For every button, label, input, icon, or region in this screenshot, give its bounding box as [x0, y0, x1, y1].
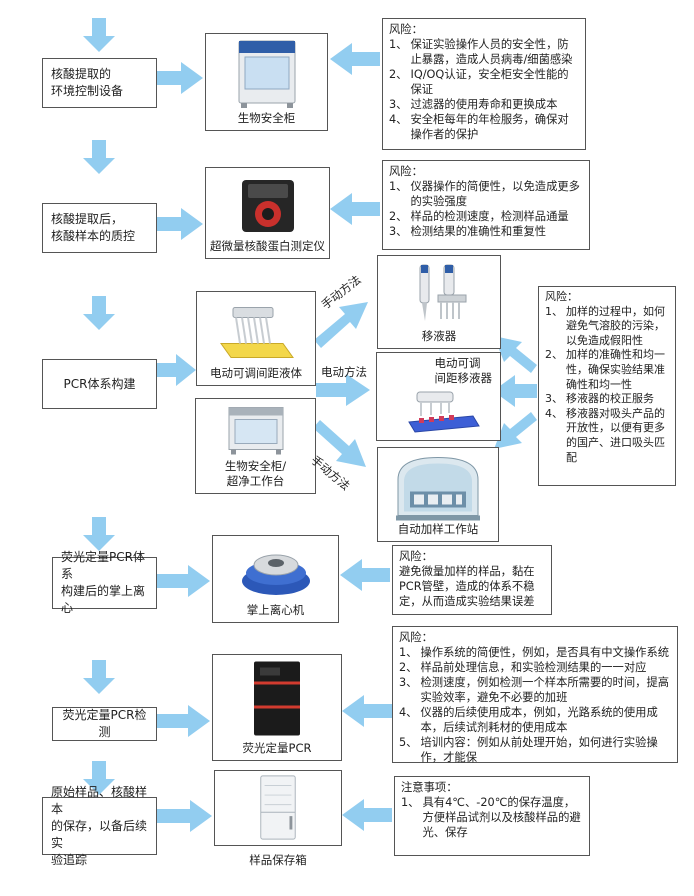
step-env-control-text: 核酸提取的 环境控制设备: [51, 67, 124, 98]
down-arrow: [83, 660, 115, 694]
right-arrow: [157, 800, 212, 832]
biosafety-cabinet-icon: [238, 40, 295, 108]
risk-item: 避免微量加样的样品，黏在PCR管壁，造成的体系不稳定，从而造成实验结果误差: [399, 565, 535, 608]
step-qpcr-detect-text: 荧光定量PCR检测: [62, 708, 147, 739]
risk-box-centrifuge: 风险： 避免微量加样的样品，黏在PCR管壁，造成的体系不稳定，从而造成实验结果误…: [392, 545, 552, 615]
device-electric-pipette-label: 电动可调间距液体: [210, 366, 302, 380]
down-arrow: [83, 517, 115, 551]
device-biosafety-cabinet: 生物安全柜: [205, 33, 328, 131]
device-liquid-handler-label: 自动加样工作站: [397, 522, 479, 536]
left-arrow: [493, 375, 537, 407]
left-arrow: [330, 193, 380, 225]
step-sample-qc-text: 核酸提取后， 核酸样本的质控: [51, 212, 136, 243]
risk-box-qpcr: 风险： 1、操作系统的简便性，例如，是否具有中文操作系统 2、样品前处理信息，和…: [392, 626, 678, 764]
device-pipette-label: 移液器: [421, 329, 457, 343]
device-qpcr-instrument-label: 荧光定量PCR: [242, 741, 312, 755]
risk-item: 4、移液器对吸头产品的开放性，以便有更多的国产、进口吸头匹配: [545, 406, 665, 464]
risk-item: 2、IQ/OQ认证，安全柜安全性能的保证: [389, 68, 569, 96]
risk-title: 风险：: [389, 23, 423, 36]
device-clean-bench: 生物安全柜/ 超净工作台: [195, 398, 316, 494]
clean-bench-icon: [228, 407, 283, 455]
device-spectrophotometer: 超微量核酸蛋白测定仪: [205, 167, 330, 259]
risk-box-pipetting: 风险： 1、加样的过程中，如何避免气溶胶的污染，以免造成假阳性 2、加样的准确性…: [538, 286, 676, 486]
risk-item: 3、过滤器的使用寿命和更换成本: [389, 98, 558, 111]
diag-arrow-upleft: [494, 336, 537, 373]
device-sample-fridge: [214, 770, 342, 846]
liquid-handler-icon: [396, 456, 480, 521]
risk-title: 风险：: [399, 550, 433, 563]
pipette-icon: [419, 264, 467, 321]
step-pcr-system-text: PCR体系构建: [63, 376, 136, 391]
risk-item: 5、培训内容：例如从前处理开始，如何进行实验操作，才能保: [399, 736, 658, 764]
risk-item: 1、仪器操作的简便性，以免造成更多的实验强度: [389, 180, 580, 208]
device-electric-pipette: 电动可调间距液体: [196, 291, 316, 386]
risk-item: 1、保证实验操作人员的安全性，防止暴露，造成人员病毒/细菌感染: [389, 38, 573, 66]
step-pcr-system: PCR体系构建: [42, 359, 157, 409]
right-arrow: [157, 354, 196, 386]
step-centrifuge: 荧光定量PCR体系 构建后的掌上离心: [52, 550, 157, 615]
risk-title: 风险：: [545, 290, 578, 303]
risk-item: 1、操作系统的简便性，例如，是否具有中文操作系统: [399, 646, 670, 659]
method-electric: 电动方法: [321, 365, 367, 379]
device-pipette: 移液器: [377, 255, 501, 349]
risk-item: 1、具有4℃、-20℃的保存温度，方便样品试剂以及核酸样品的避光、保存: [401, 796, 581, 839]
step-env-control: 核酸提取的 环境控制设备: [42, 58, 157, 108]
left-arrow: [330, 43, 380, 75]
right-arrow: [157, 705, 210, 737]
step-qpcr-detect: 荧光定量PCR检测: [52, 707, 157, 741]
risk-box-storage: 注意事项： 1、具有4℃、-20℃的保存温度，方便样品试剂以及核酸样品的避光、保…: [394, 776, 590, 856]
device-sample-fridge-label: 样品保存箱: [249, 853, 307, 867]
step-storage-text: 原始样品、核酸样本 的保存，以备后续实 验追踪: [51, 784, 148, 867]
step-sample-qc: 核酸提取后， 核酸样本的质控: [42, 203, 157, 253]
right-arrow: [316, 374, 370, 406]
risk-item: 4、仪器的后续使用成本，例如，光路系统的使用成本，后续试剂耗材的使用成本: [399, 706, 658, 734]
diag-arrow-down: [313, 420, 366, 467]
left-arrow: [342, 799, 392, 831]
risk-title: 风险：: [389, 165, 423, 178]
left-arrow: [340, 559, 390, 591]
left-arrow: [342, 695, 392, 727]
risk-item: 2、样品的检测速度，检测样品通量: [389, 210, 569, 223]
right-arrow: [157, 565, 210, 597]
risk-item: 2、加样的准确性和均一性，确保实验结果准确性和均一性: [545, 348, 665, 391]
risk-title: 注意事项：: [401, 781, 458, 794]
risk-item: 3、检测速度，例如检测一个样本所需要的时间，提高实验效率，避免不必要的加班: [399, 676, 670, 704]
risk-box-biosafety: 风险： 1、保证实验操作人员的安全性，防止暴露，造成人员病毒/细菌感染 2、IQ…: [382, 18, 586, 150]
risk-item: 4、安全柜每年的年检服务，确保对操作者的保护: [389, 113, 569, 141]
device-liquid-handler: 自动加样工作站: [377, 447, 499, 542]
down-arrow: [83, 18, 115, 52]
step-storage: 原始样品、核酸样本 的保存，以备后续实 验追踪: [42, 785, 157, 867]
diag-arrow-up: [314, 302, 368, 348]
device-qpcr-instrument: 荧光定量PCR: [212, 654, 342, 761]
risk-box-spectro: 风险： 1、仪器操作的简便性，以免造成更多的实验强度 2、样品的检测速度，检测样…: [382, 160, 590, 250]
down-arrow: [83, 761, 115, 795]
spectrophotometer-icon: [241, 180, 294, 232]
device-mini-centrifuge-label: 掌上离心机: [246, 603, 305, 617]
qpcr-instrument-icon: [254, 661, 300, 736]
risk-item: 3、移液器的校正服务: [545, 392, 654, 406]
risk-item: 1、加样的过程中，如何避免气溶胶的污染，以免造成假阳性: [545, 304, 665, 347]
device-biosafety-cabinet-label: 生物安全柜: [237, 111, 296, 125]
device-spectrophotometer-label: 超微量核酸蛋白测定仪: [210, 239, 325, 253]
right-arrow: [157, 62, 203, 94]
electric-pipette-icon: [220, 307, 294, 358]
down-arrow: [83, 140, 115, 174]
sample-fridge-icon: [260, 775, 296, 840]
down-arrow: [83, 296, 115, 330]
risk-item: 3、检测结果的准确性和重复性: [389, 225, 547, 238]
step-centrifuge-text: 荧光定量PCR体系 构建后的掌上离心: [61, 550, 146, 615]
diag-arrow-downleft: [494, 412, 537, 449]
right-arrow: [157, 208, 203, 240]
risk-title: 风险：: [399, 631, 433, 644]
device-clean-bench-label: 生物安全柜/ 超净工作台: [224, 459, 287, 488]
risk-item: 2、样品前处理信息，和实验检测结果的一一对应: [399, 661, 647, 674]
device-mini-centrifuge: 掌上离心机: [212, 535, 339, 623]
mini-centrifuge-icon: [241, 554, 310, 595]
adjustable-pipette-icon: [407, 391, 480, 433]
device-adjustable-pipette-label: 电动可调 间距移液器: [434, 356, 493, 385]
device-adjustable-pipette: 电动可调 间距移液器: [376, 352, 501, 441]
